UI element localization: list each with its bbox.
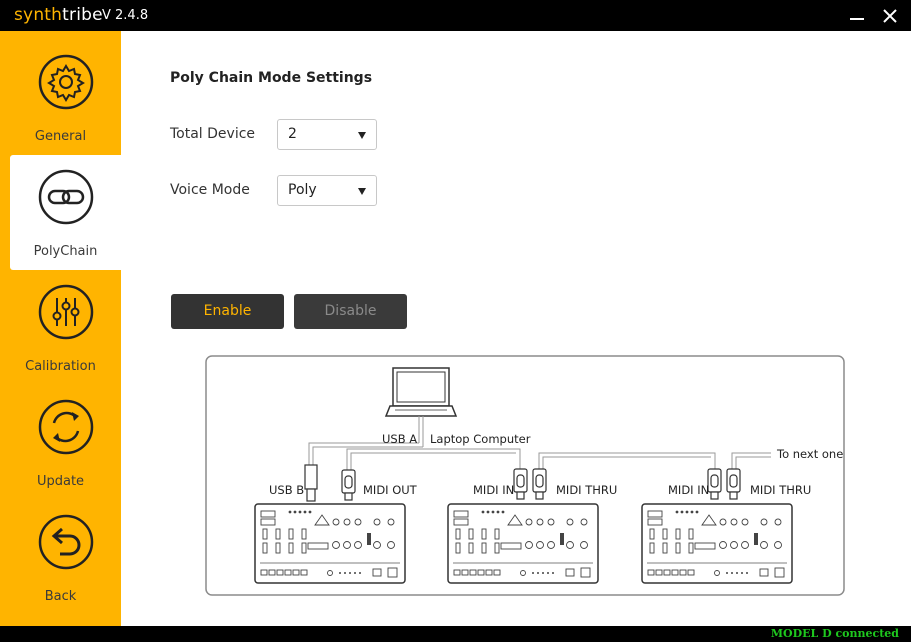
total-device-select[interactable]: 2 — [277, 119, 377, 150]
sidebar-item-general[interactable]: General — [0, 40, 121, 155]
dropdown-arrow-icon — [358, 188, 366, 195]
label-midi-out: MIDI OUT — [363, 483, 418, 497]
label-midi-in-2: MIDI IN — [668, 483, 709, 497]
synth-device-3 — [641, 503, 793, 584]
synth-device-2 — [447, 503, 599, 584]
sidebar-item-label: General — [34, 129, 87, 144]
disable-button[interactable]: Disable — [294, 294, 407, 329]
label-usb-b: USB B — [269, 483, 304, 497]
sidebar-item-update[interactable]: Update — [0, 385, 121, 500]
voice-mode-select[interactable]: Poly — [277, 175, 377, 206]
total-device-label: Total Device — [170, 126, 256, 142]
label-midi-thru-1: MIDI THRU — [556, 483, 617, 497]
sidebar-item-label: Back — [44, 589, 77, 604]
label-to-next: To next one — [776, 447, 843, 461]
sidebar-item-calibration[interactable]: Calibration — [0, 270, 121, 385]
laptop-icon — [384, 367, 458, 417]
minimize-icon — [850, 18, 864, 20]
minimize-button[interactable] — [847, 6, 867, 26]
voice-mode-value: Poly — [288, 182, 317, 198]
close-button[interactable] — [880, 6, 900, 26]
close-icon — [883, 9, 897, 23]
sidebar-item-back[interactable]: Back — [0, 500, 121, 615]
app-version: V 2.4.8 — [102, 8, 149, 23]
status-bar: MODEL D connected — [0, 626, 911, 642]
page-title: Poly Chain Mode Settings — [170, 70, 373, 86]
gear-icon — [38, 54, 94, 110]
label-midi-thru-2: MIDI THRU — [750, 483, 811, 497]
synth-device-1 — [254, 503, 406, 584]
label-midi-in-1: MIDI IN — [473, 483, 514, 497]
sidebar: General PolyChain Calibration — [0, 31, 121, 626]
connection-status: MODEL D connected — [770, 627, 899, 640]
sidebar-item-label: PolyChain — [33, 244, 98, 259]
chain-link-icon — [38, 169, 94, 225]
total-device-value: 2 — [288, 126, 297, 142]
polychain-connection-diagram: USB A Laptop Computer To next one USB B … — [205, 355, 845, 596]
main-panel: Poly Chain Mode Settings Total Device 2 … — [121, 31, 911, 626]
back-arrow-icon — [38, 514, 94, 570]
sidebar-item-label: Calibration — [25, 359, 96, 374]
usb-b-plug — [304, 464, 318, 502]
refresh-icon — [38, 399, 94, 455]
voice-mode-label: Voice Mode — [170, 182, 250, 198]
brand-synth: synth — [14, 5, 63, 25]
app-logo: synthtribe — [14, 5, 103, 25]
sliders-icon — [38, 284, 94, 340]
title-bar: synthtribe V 2.4.8 — [0, 0, 911, 31]
enable-button[interactable]: Enable — [171, 294, 284, 329]
brand-tribe: tribe — [62, 5, 103, 25]
label-usb-a: USB A — [382, 432, 417, 446]
sidebar-item-label: Update — [36, 474, 85, 489]
label-laptop: Laptop Computer — [430, 432, 531, 446]
dropdown-arrow-icon — [358, 132, 366, 139]
sidebar-item-polychain[interactable]: PolyChain — [10, 155, 121, 270]
